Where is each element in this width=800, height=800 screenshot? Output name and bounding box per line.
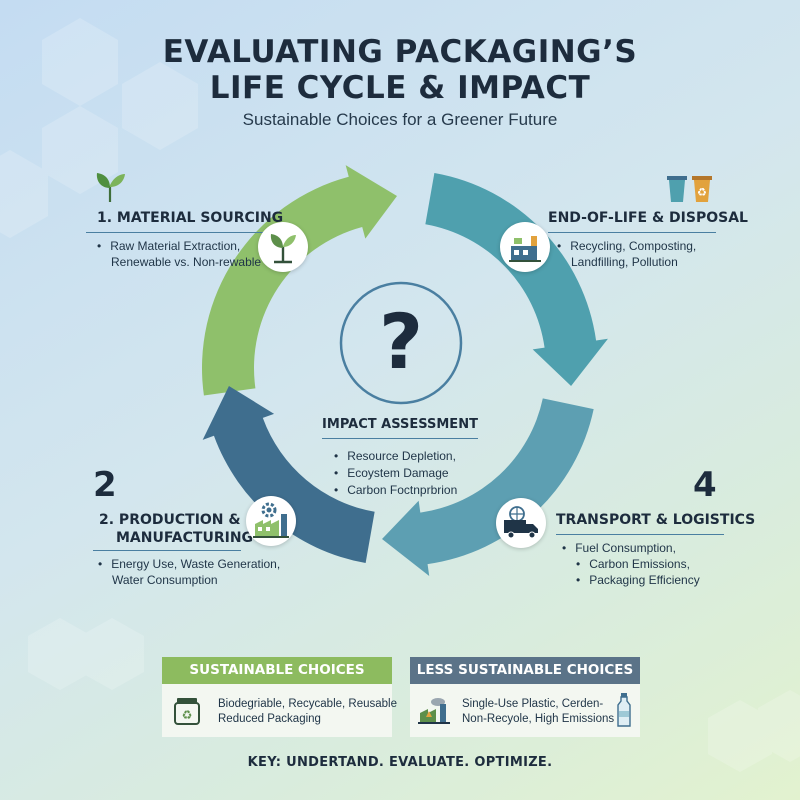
page-title: EVALUATING PACKAGING’S LIFE CYCLE & IMPA… (0, 34, 800, 106)
arrow-transport (382, 398, 594, 576)
divider-production (93, 550, 241, 551)
bullet-item: Renewable vs. Non-rewable (111, 255, 262, 269)
sustainable-choices-text: Biodegriable, Recycable, Reusable Reduce… (218, 697, 397, 727)
recycle-jar-icon: ♻ (174, 698, 200, 725)
bullet-item: Landfilling, Pollution (571, 255, 678, 269)
sustainable-choices-panel: SUSTAINABLE CHOICES ♻ Biodegriable, Recy… (162, 657, 397, 737)
bullet-item: Resource Depletion, (334, 448, 457, 465)
svg-text:♻: ♻ (182, 708, 193, 722)
impact-assessment-bullets: Resource Depletion, Ecoystem Damage Carb… (334, 448, 457, 499)
sustainable-line-1: Biodegriable, Recycable, Reusable (218, 698, 397, 710)
sustainable-line-2: Reduced Packaging (218, 713, 321, 725)
divider-transport (556, 534, 724, 535)
stage-title-production-line-2: MANUFACTURING (116, 530, 254, 546)
factory-icon (509, 236, 541, 262)
production-bullets: Energy Use, Waste Generation, Water Cons… (98, 556, 280, 588)
stage-number-4: 4 (693, 465, 717, 505)
stage-title-transport: TRANSPORT & LOGISTICS (556, 512, 756, 528)
less-sustainable-line-1: Single-Use Plastic, Cerden- (462, 698, 604, 710)
footer-key: KEY: UNDERTAND. EVALUATE. OPTIMIZE. (247, 755, 553, 770)
divider-material-sourcing (86, 232, 264, 233)
stage-title-end-of-life: END-OF-LIFE & DISPOSAL (548, 210, 748, 226)
sprout-icon (96, 173, 125, 202)
stage-number-2: 2 (93, 465, 117, 505)
svg-text:♻: ♻ (697, 186, 707, 199)
less-sustainable-choices-text: Single-Use Plastic, Cerden- Non-Recyole,… (462, 697, 614, 727)
bullet-item: Fuel Consumption, (562, 540, 700, 556)
arrow-material-sourcing (202, 165, 397, 396)
sustainable-choices-header: SUSTAINABLE CHOICES (162, 657, 392, 684)
less-sustainable-choices-header: LESS SUSTAINABLE CHOICES (410, 657, 640, 684)
divider-end-of-life (548, 232, 716, 233)
impact-assessment-title: IMPACT ASSESSMENT (322, 417, 478, 432)
stage-title-production-line-1: 2. PRODUCTION & (99, 512, 241, 528)
transport-badge (496, 498, 546, 548)
page-subtitle: Sustainable Choices for a Greener Future (242, 110, 558, 129)
bullet-item: Raw Material Extraction, (97, 238, 261, 254)
less-sustainable-line-2: Non-Recyole, High Emissions (462, 713, 615, 725)
bullet-item: Recycling, Composting, (557, 238, 696, 254)
end-of-life-badge (500, 222, 550, 272)
less-sustainable-choices-panel: LESS SUSTAINABLE CHOICES Single-Use Plas… (410, 657, 640, 737)
plastic-bottle-icon (617, 693, 631, 727)
bullet-item: Energy Use, Waste Generation, (98, 556, 280, 572)
factory-gear-icon (253, 502, 289, 538)
arrow-production (202, 385, 375, 563)
bullet-item: Carbon Foctnprbrion (334, 482, 457, 499)
end-of-life-bullets: Recycling, Composting, Landfilling, Poll… (557, 238, 696, 270)
divider-impact-assessment (322, 438, 478, 439)
material-sourcing-bullets: Raw Material Extraction, Renewable vs. N… (97, 238, 261, 270)
bullet-item: Carbon Emissions, (562, 556, 700, 572)
recycle-bins-icon: ♻ (667, 176, 712, 202)
bullet-item: Packaging Efficiency (562, 572, 700, 588)
bullet-item: Water Consumption (112, 573, 218, 587)
transport-bullets: Fuel Consumption, Carbon Emissions, Pack… (562, 540, 700, 588)
question-mark-icon: ? (378, 297, 424, 386)
truck-globe-icon (504, 506, 538, 539)
stage-title-material-sourcing: 1. MATERIAL SOURCING (97, 210, 284, 226)
title-line-1: EVALUATING PACKAGING’S (162, 34, 638, 70)
material-sourcing-badge (258, 222, 308, 272)
sprout-icon (270, 234, 296, 264)
bullet-item: Ecoystem Damage (334, 465, 457, 482)
polluting-factory-icon (418, 698, 450, 724)
arrow-end-of-life (425, 173, 608, 386)
production-badge (246, 496, 296, 546)
title-line-2: LIFE CYCLE & IMPACT (209, 70, 591, 106)
center-ring (339, 281, 463, 405)
